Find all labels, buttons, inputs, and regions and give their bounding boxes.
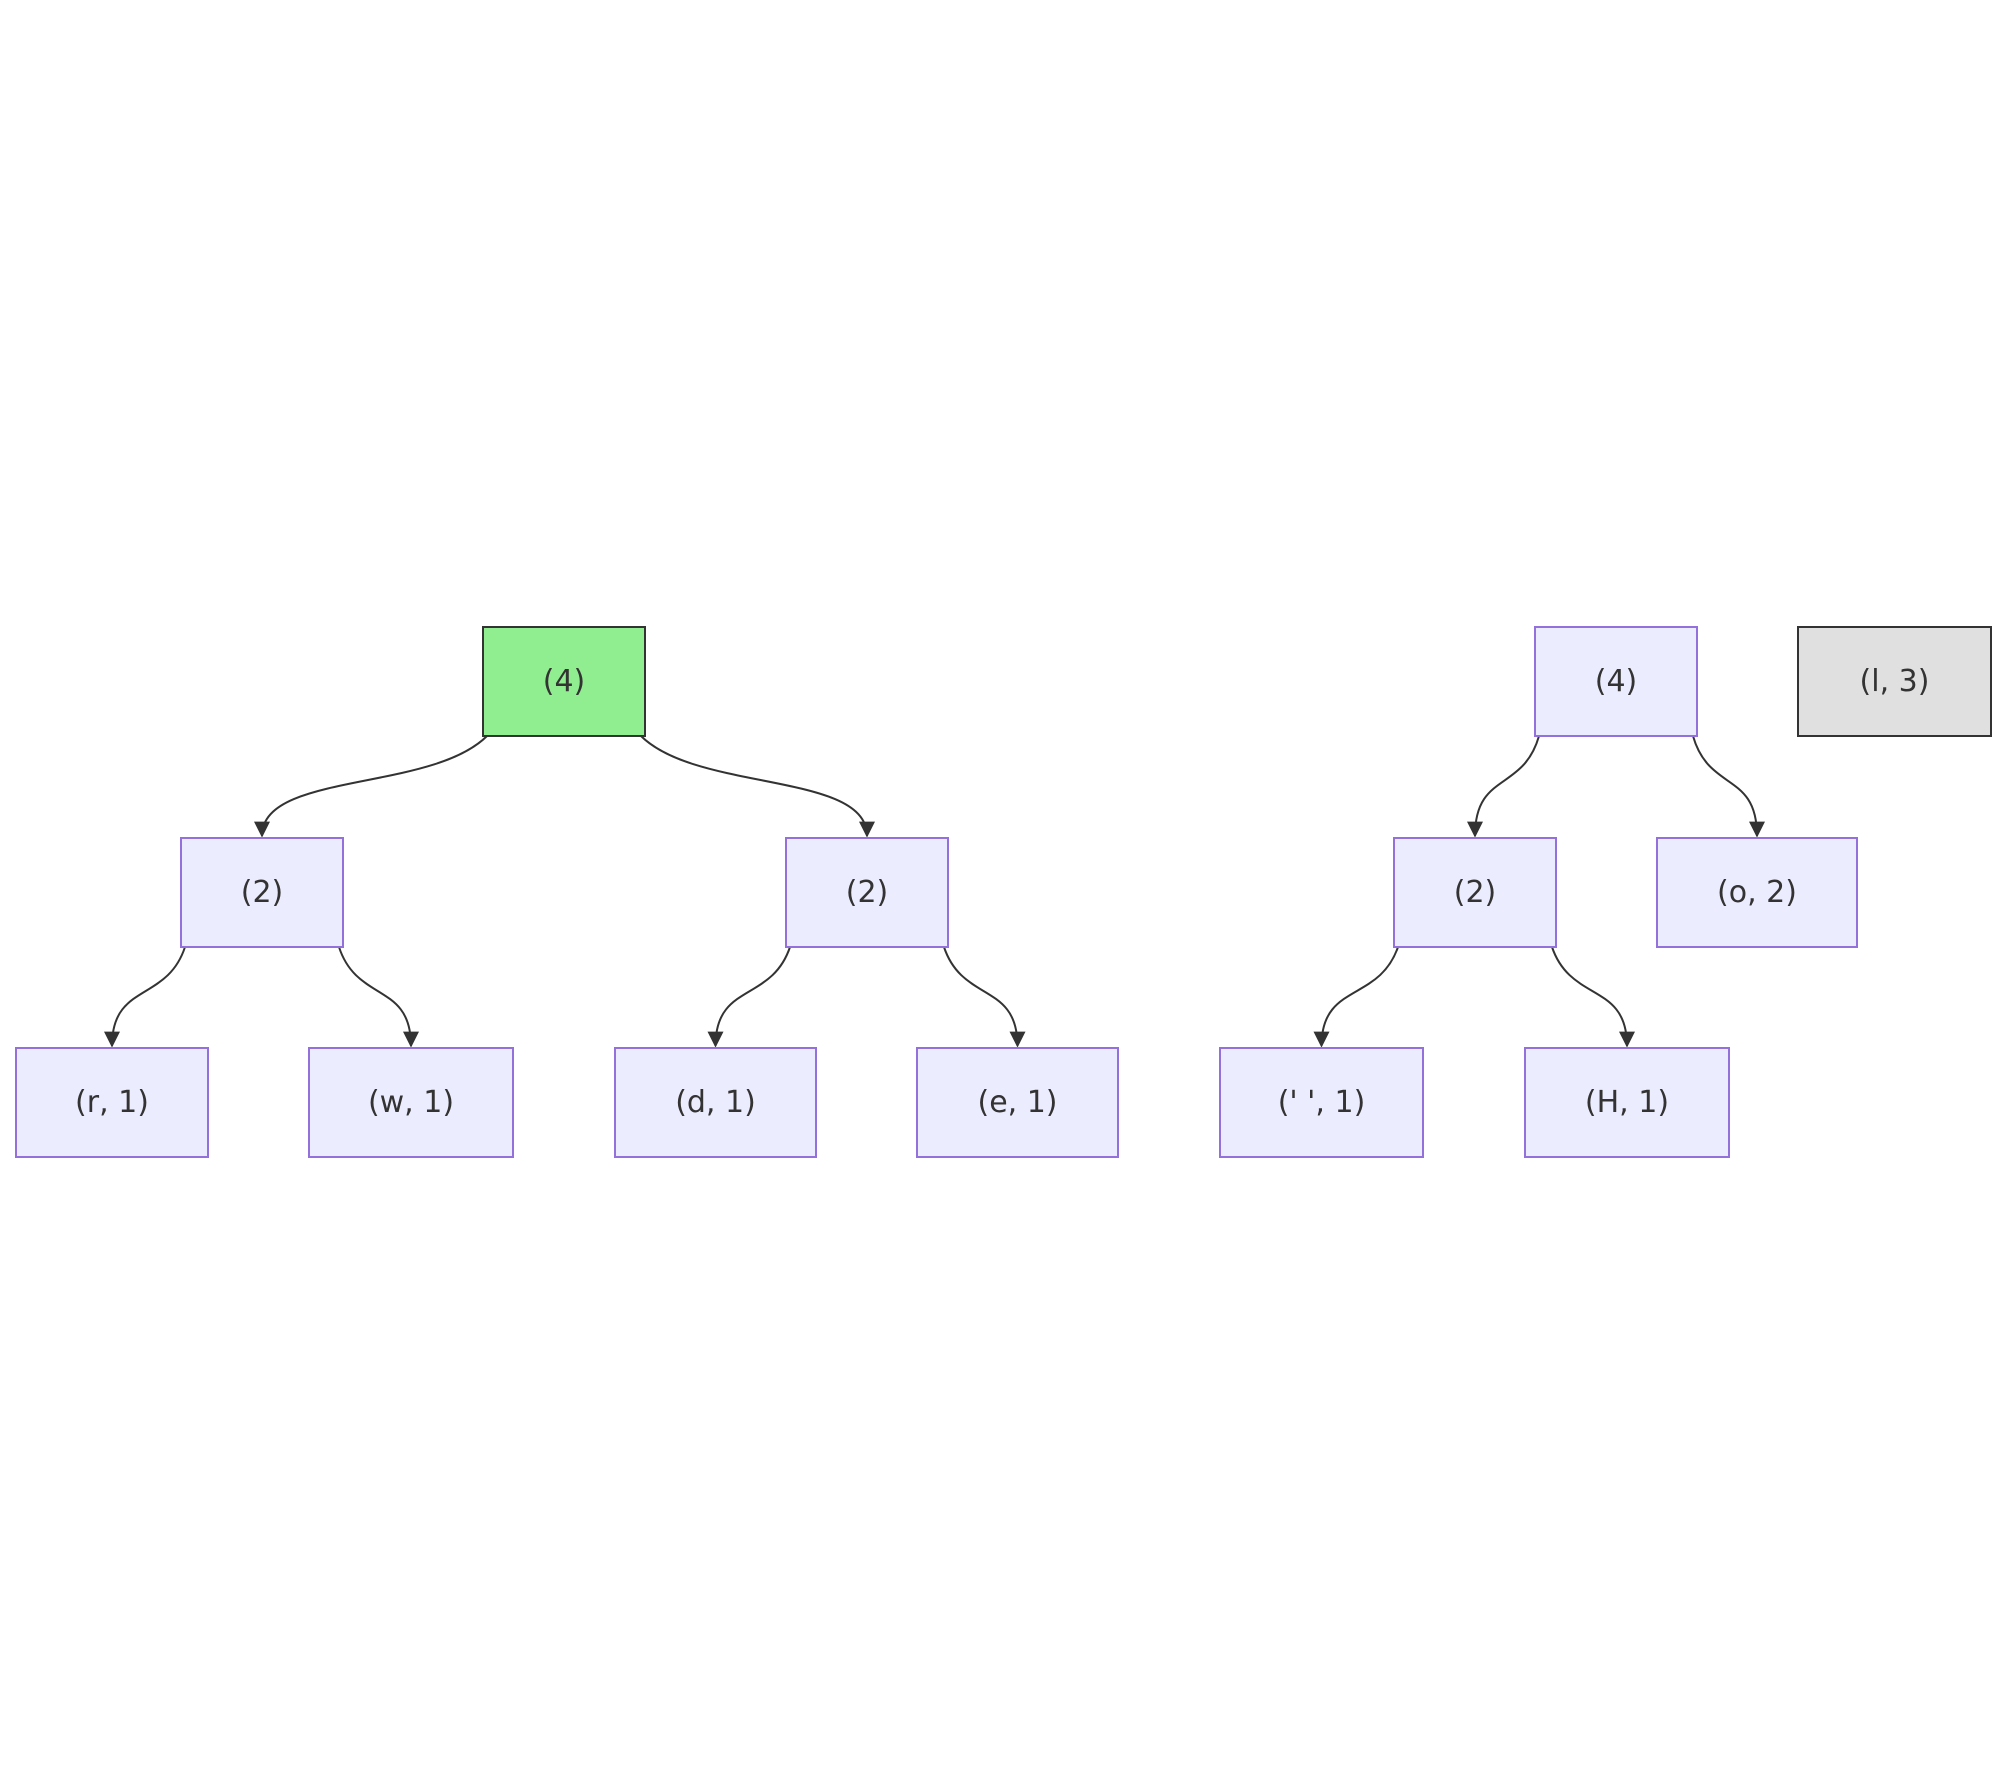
node-right-root: (4)	[1534, 626, 1698, 737]
edge-right-root-to-right-a	[1467, 735, 1540, 838]
node-leaf-o: (o, 2)	[1656, 837, 1858, 948]
edge-left-a-to-leaf-w	[338, 946, 419, 1048]
node-leaf-h: (H, 1)	[1524, 1047, 1730, 1158]
node-label: (l, 3)	[1860, 664, 1930, 699]
node-label: (4)	[1595, 664, 1638, 699]
node-left-a: (2)	[180, 837, 344, 948]
node-leaf-space: (' ', 1)	[1219, 1047, 1424, 1158]
node-label: (' ', 1)	[1278, 1085, 1366, 1120]
node-label: (w, 1)	[368, 1085, 454, 1120]
edge-left-b-to-leaf-d	[707, 946, 791, 1048]
node-label: (H, 1)	[1585, 1085, 1669, 1120]
node-box	[180, 837, 344, 948]
node-label: (e, 1)	[977, 1085, 1057, 1120]
node-label: (2)	[241, 875, 284, 910]
node-leaf-r: (r, 1)	[15, 1047, 209, 1158]
edge-left-root-to-left-b	[640, 735, 875, 838]
nodes-layer: (4) (2) (2) (r, 1) (w, 1) (d, 1) (e, 1) (4) (2) (…	[15, 626, 1992, 1158]
node-box	[614, 1047, 817, 1158]
node-label: (4)	[543, 664, 586, 699]
node-box	[1656, 837, 1858, 948]
node-leaf-l: (l, 3)	[1797, 626, 1992, 737]
node-box	[308, 1047, 514, 1158]
node-label: (2)	[1454, 875, 1497, 910]
node-box	[1393, 837, 1557, 948]
edge-right-root-to-leaf-o	[1692, 735, 1765, 838]
edge-left-a-to-leaf-r	[104, 946, 186, 1048]
node-label: (o, 2)	[1717, 875, 1797, 910]
node-box	[916, 1047, 1119, 1158]
node-right-a: (2)	[1393, 837, 1557, 948]
node-leaf-d: (d, 1)	[614, 1047, 817, 1158]
edge-left-b-to-leaf-e	[943, 946, 1026, 1048]
node-leaf-e: (e, 1)	[916, 1047, 1119, 1158]
node-box	[1797, 626, 1992, 737]
node-left-root: (4)	[482, 626, 646, 737]
edge-right-a-to-leaf-h	[1551, 946, 1635, 1048]
edge-left-root-to-left-a	[254, 735, 488, 838]
node-box	[1219, 1047, 1424, 1158]
edges-layer	[104, 735, 1765, 1048]
node-box	[482, 626, 646, 737]
node-label: (d, 1)	[675, 1085, 756, 1120]
node-label: (r, 1)	[75, 1085, 149, 1120]
node-box	[1524, 1047, 1730, 1158]
node-box	[15, 1047, 209, 1158]
edge-right-a-to-leaf-space	[1313, 946, 1399, 1048]
node-box	[1534, 626, 1698, 737]
node-label: (2)	[846, 875, 889, 910]
node-box	[785, 837, 949, 948]
node-left-b: (2)	[785, 837, 949, 948]
node-leaf-w: (w, 1)	[308, 1047, 514, 1158]
